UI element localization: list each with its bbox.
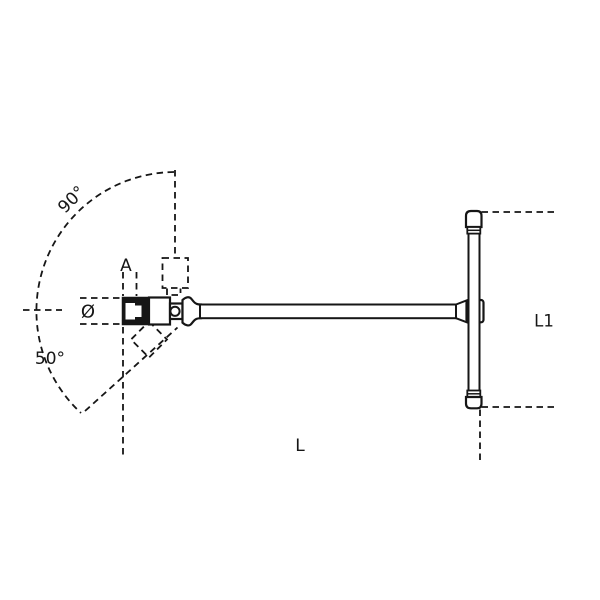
shaft-flare: [455, 299, 468, 324]
swing-50deg-direction-line: [84, 326, 179, 412]
handle-bottom-end-cap: [464, 395, 483, 410]
socket-up-position-drive-stub: [166, 288, 182, 296]
label-dimension-a: A: [120, 256, 132, 276]
shaft-shoulder-bell: [181, 296, 203, 327]
label-diameter: Ø: [81, 302, 95, 323]
label-50-degrees: 50°: [35, 349, 65, 369]
socket-down-position-outline: [129, 320, 169, 359]
construction-lines: [23, 170, 556, 460]
wrench-body: [121, 209, 485, 410]
socket-up-position-outline: [161, 257, 189, 289]
swivel-range-arc: [35, 171, 175, 414]
label-90-degrees: 90°: [54, 182, 89, 217]
wrench-shaft: [199, 303, 460, 320]
handle-top-end-cap: [464, 209, 483, 229]
universal-joint-yoke: [147, 296, 172, 326]
label-length-l: L: [295, 436, 305, 456]
label-length-l1: L1: [534, 312, 554, 331]
socket-hex-recess-outer: [125, 303, 135, 320]
universal-joint-pin: [169, 305, 181, 317]
socket-hex-recess-inner: [135, 305, 142, 317]
handle-bar: [467, 231, 481, 392]
